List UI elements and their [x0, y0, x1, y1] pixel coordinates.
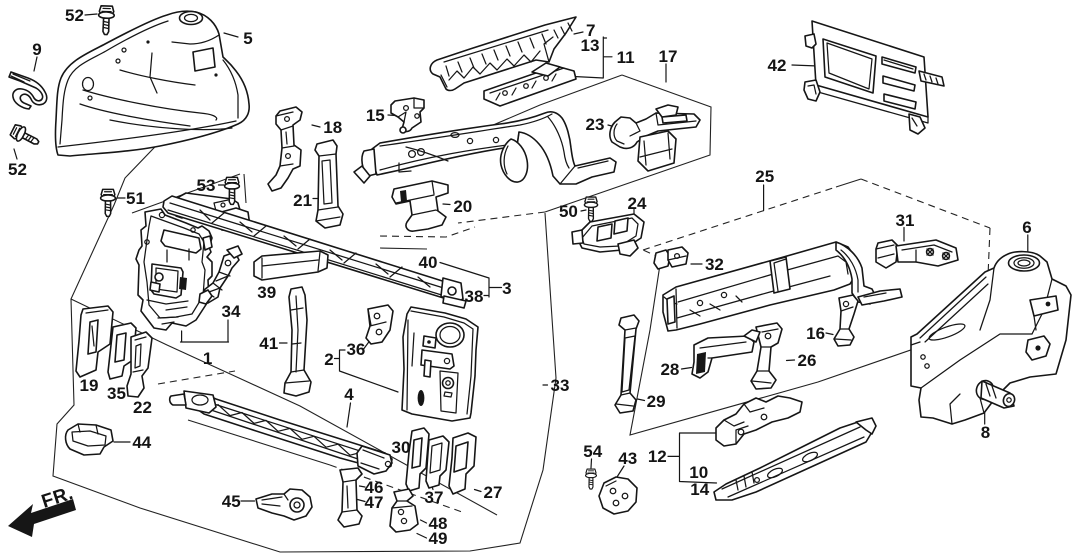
svg-text:41: 41	[259, 334, 278, 353]
svg-text:3: 3	[502, 279, 511, 298]
svg-text:10: 10	[689, 463, 708, 482]
svg-text:44: 44	[132, 433, 151, 452]
svg-text:51: 51	[126, 189, 145, 208]
svg-text:14: 14	[690, 480, 709, 499]
svg-text:2: 2	[324, 350, 333, 369]
svg-text:22: 22	[133, 398, 152, 417]
svg-text:34: 34	[222, 302, 241, 321]
svg-text:39: 39	[257, 283, 276, 302]
svg-text:16: 16	[806, 324, 825, 343]
svg-text:9: 9	[32, 40, 41, 59]
svg-text:33: 33	[551, 376, 570, 395]
svg-text:11: 11	[617, 48, 635, 67]
svg-text:38: 38	[465, 287, 484, 306]
svg-text:54: 54	[583, 442, 602, 461]
svg-text:29: 29	[647, 392, 666, 411]
svg-text:20: 20	[453, 197, 472, 216]
svg-text:4: 4	[344, 385, 354, 404]
svg-text:45: 45	[222, 492, 241, 511]
svg-text:12: 12	[648, 447, 667, 466]
svg-text:8: 8	[981, 423, 990, 442]
svg-text:50: 50	[559, 202, 578, 221]
svg-text:1: 1	[203, 349, 212, 368]
svg-text:21: 21	[293, 191, 312, 210]
svg-text:52: 52	[65, 6, 84, 25]
svg-text:5: 5	[243, 29, 252, 48]
svg-text:43: 43	[618, 449, 637, 468]
svg-text:31: 31	[896, 211, 915, 230]
svg-text:13: 13	[581, 36, 600, 55]
svg-text:42: 42	[768, 56, 787, 75]
svg-text:25: 25	[755, 167, 774, 186]
svg-text:6: 6	[1022, 218, 1031, 237]
svg-text:24: 24	[628, 194, 647, 213]
svg-text:49: 49	[429, 529, 448, 548]
svg-text:18: 18	[323, 118, 342, 137]
svg-text:32: 32	[705, 255, 724, 274]
svg-text:37: 37	[425, 488, 444, 507]
svg-text:28: 28	[660, 360, 679, 379]
svg-text:36: 36	[346, 340, 365, 359]
svg-text:15: 15	[366, 106, 385, 125]
svg-text:47: 47	[365, 493, 384, 512]
svg-text:48: 48	[429, 514, 448, 533]
svg-text:26: 26	[798, 351, 817, 370]
svg-text:30: 30	[392, 438, 411, 457]
svg-text:27: 27	[484, 483, 503, 502]
svg-text:7: 7	[586, 21, 595, 40]
svg-text:53: 53	[197, 176, 216, 195]
svg-text:23: 23	[586, 115, 605, 134]
svg-text:35: 35	[107, 384, 126, 403]
svg-text:40: 40	[419, 253, 438, 272]
svg-text:19: 19	[80, 376, 99, 395]
svg-text:52: 52	[8, 160, 27, 179]
svg-text:17: 17	[659, 47, 678, 66]
svg-text:46: 46	[365, 478, 384, 497]
